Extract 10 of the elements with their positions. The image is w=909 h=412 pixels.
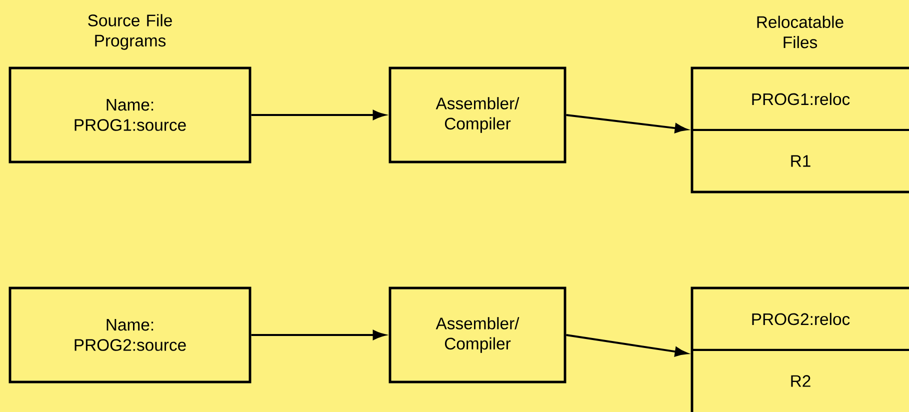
column-heading: Relocatable Files	[757, 16, 844, 48]
arrow	[251, 330, 386, 340]
process-box: Assembler/ Compiler	[388, 66, 566, 164]
process-box: Name: PROG2:source	[8, 286, 252, 384]
arrow	[251, 110, 386, 120]
process-box: Name: PROG1:source	[8, 66, 252, 164]
column-heading: Source File Programs	[88, 14, 172, 50]
process-box: PROG1:reloc R1	[690, 66, 909, 194]
process-box: Assembler/ Compiler	[388, 286, 566, 384]
process-box: PROG2:reloc R2	[690, 286, 909, 412]
